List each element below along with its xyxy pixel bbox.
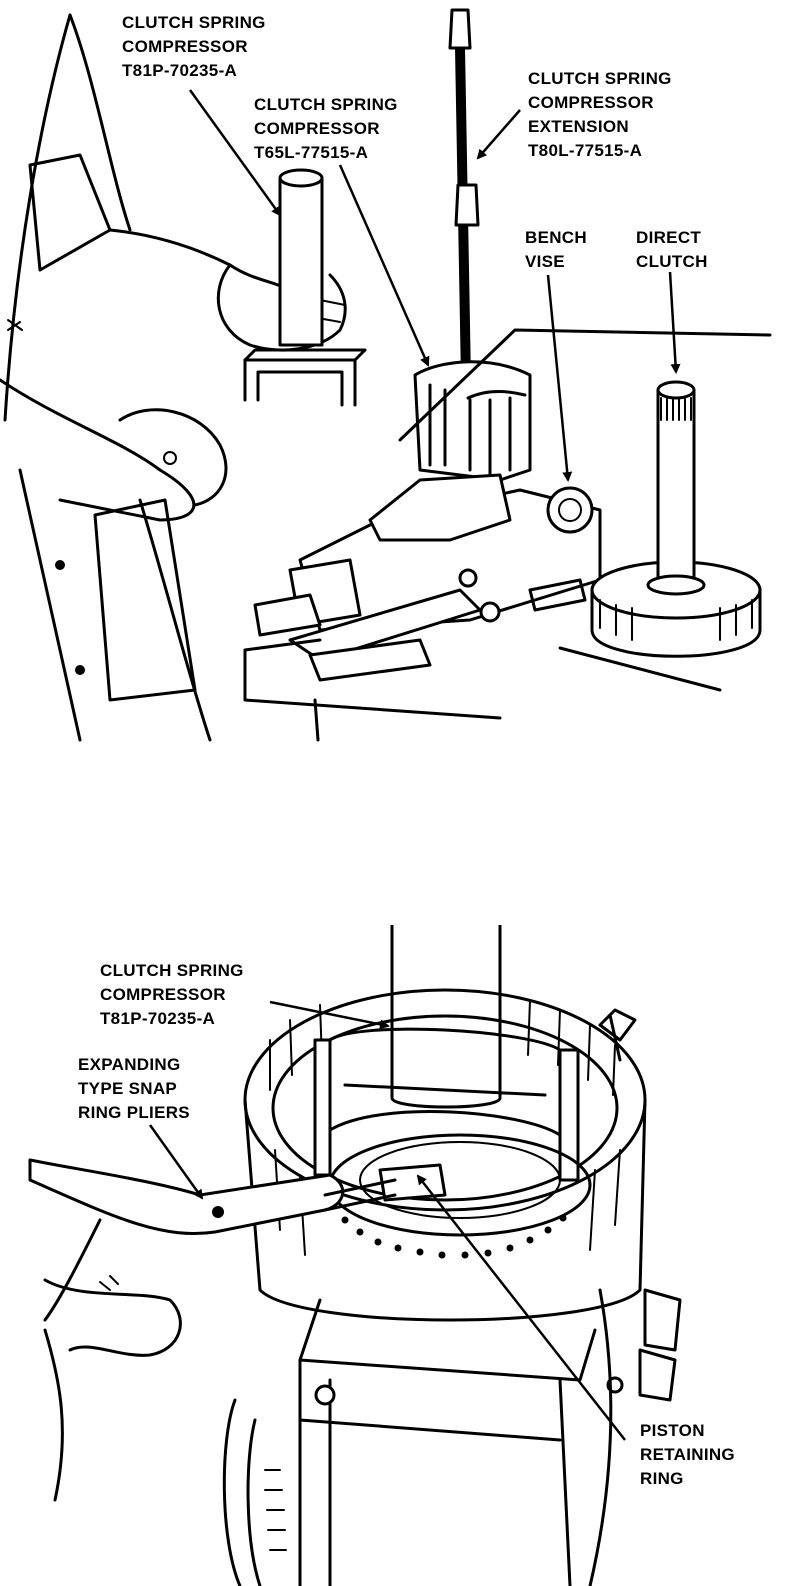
leader-bench-vise <box>546 274 573 482</box>
piston-area <box>328 1133 592 1259</box>
bench-vise-bottom <box>222 1288 682 1586</box>
top-figure: CLUTCH SPRING COMPRESSOR T81P-70235-A CL… <box>0 8 772 742</box>
technician-hand <box>43 1218 182 1502</box>
compressor-t65l-tool <box>413 360 532 482</box>
leader-compressor-t81p <box>188 89 282 217</box>
leader-direct-clutch <box>668 271 681 374</box>
workbench <box>243 328 772 742</box>
label-bench-vise: BENCH VISE <box>525 228 592 271</box>
direct-clutch <box>590 380 762 658</box>
snap-ring-pliers <box>28 1158 397 1235</box>
ring-dots <box>341 1214 567 1259</box>
label-direct-clutch: DIRECT CLUTCH <box>636 228 708 271</box>
compressor-t81p-tool <box>243 168 367 407</box>
leader-bottom-compressor <box>269 1000 390 1030</box>
compressor-extension-tool <box>448 8 480 381</box>
label-bottom-compressor: CLUTCH SPRING COMPRESSOR T81P-70235-A <box>100 961 249 1028</box>
leader-extension <box>476 109 521 160</box>
technician-outline <box>0 13 228 742</box>
label-extension: CLUTCH SPRING COMPRESSOR EXTENSION T80L-… <box>528 69 677 160</box>
label-piston-ring: PISTON RETAINING RING <box>640 1421 740 1488</box>
bottom-figure: CLUTCH SPRING COMPRESSOR T81P-70235-A EX… <box>28 925 740 1586</box>
label-compressor-t65l: CLUTCH SPRING COMPRESSOR T65L-77515-A <box>254 95 403 162</box>
bench-vise <box>253 473 602 682</box>
label-compressor-t81p: CLUTCH SPRING COMPRESSOR T81P-70235-A <box>122 13 271 80</box>
label-snap-ring-pliers: EXPANDING TYPE SNAP RING PLIERS <box>78 1055 190 1122</box>
leader-piston-ring <box>416 1174 626 1441</box>
leader-compressor-t65l <box>338 164 430 367</box>
leader-snap-ring-pliers <box>148 1124 204 1200</box>
